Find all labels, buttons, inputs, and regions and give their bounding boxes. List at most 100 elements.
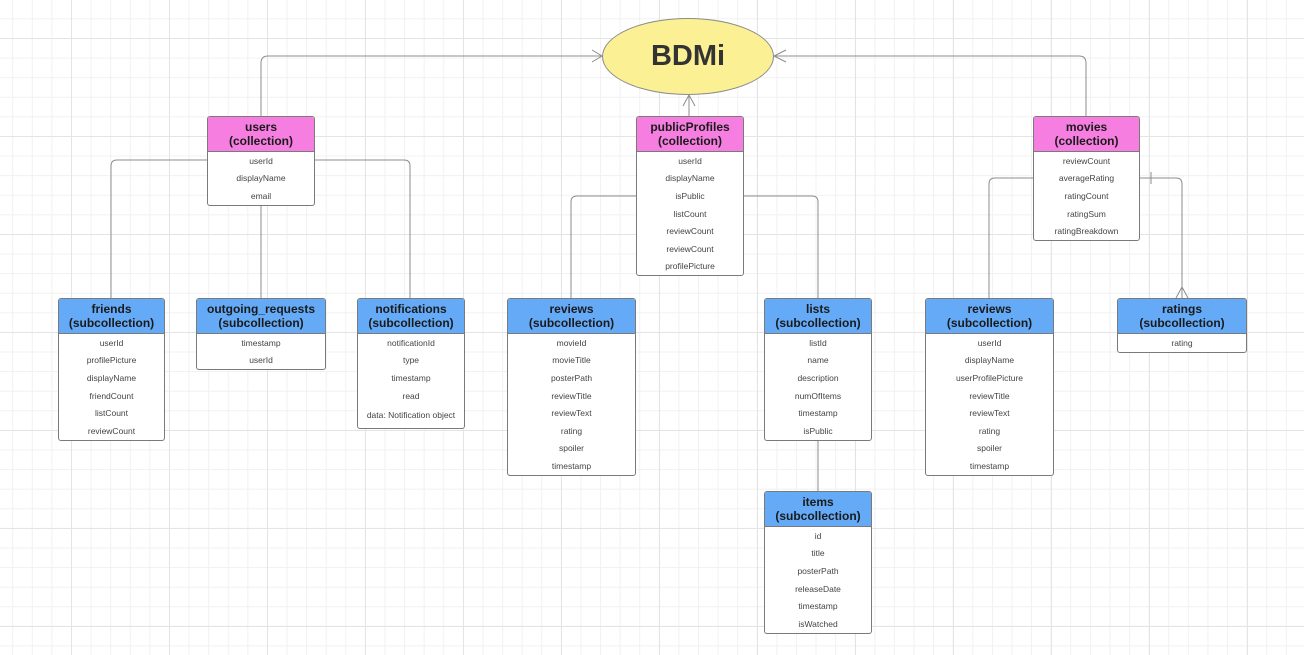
entity-title: publicProfiles [650,120,730,134]
field: posterPath [550,372,593,383]
entity-header: movies (collection) [1034,117,1139,152]
field: reviewText [969,408,1010,419]
entity-fields: userId displayName isPublic listCount re… [637,152,743,275]
entity-kind: (subcollection) [1139,316,1225,330]
entity-fields: userId displayName email [208,152,314,205]
crowsfoot-ratings [1175,285,1189,299]
field: name [807,355,829,366]
field: movieId [556,337,587,348]
entity-fields: rating [1118,334,1246,352]
field: userId [977,337,1002,348]
entity-fields: reviewCount averageRating ratingCount ra… [1034,152,1139,240]
entity-ratings: ratings (subcollection) rating [1117,298,1247,353]
entity-header: publicProfiles (collection) [637,117,743,152]
field: id [814,530,822,541]
entity-profile-reviews: reviews (subcollection) movieId movieTit… [507,298,636,476]
field: timestamp [551,460,592,471]
root-node-bdmi: BDMi [602,18,774,95]
entity-title: outgoing_requests [206,302,315,316]
field: email [250,190,272,201]
field: displayName [665,173,715,184]
entity-header: friends (subcollection) [59,299,164,334]
entity-header: reviews (subcollection) [508,299,635,334]
entity-header: ratings (subcollection) [1118,299,1246,334]
entity-header: users (collection) [208,117,314,152]
entity-title: items [802,495,834,509]
field: reviewCount [666,243,714,254]
entity-fields: userId profilePicture displayName friend… [59,334,164,440]
field: friendCount [89,390,134,401]
entity-publicprofiles: publicProfiles (collection) userId displ… [636,116,744,277]
field: listId [809,337,827,348]
entity-title: reviews [967,302,1012,316]
field: data: Notification object [366,410,456,421]
crowsfoot-right [772,49,787,63]
entity-fields: listId name description numOfItems times… [765,334,871,440]
entity-movie-reviews: reviews (subcollection) userId displayNa… [925,298,1054,476]
field: averageRating [1058,173,1115,184]
field: releaseDate [795,583,841,594]
crowsfoot-bottom [682,93,696,107]
field: reviewTitle [969,390,1010,401]
field: title [811,548,825,559]
entity-kind: (subcollection) [775,316,861,330]
field: description [797,372,839,383]
connector-movies-ratings [1140,177,1183,298]
entity-kind: (collection) [657,134,722,148]
root-label: BDMi [650,40,726,72]
connector-users-notifications [315,159,411,298]
entity-fields: notificationId type timestamp read data:… [358,334,464,428]
entity-kind: (subcollection) [528,316,615,330]
entity-kind: (collection) [1054,134,1119,148]
field: displayName [964,355,1015,366]
field: timestamp [798,601,838,612]
entity-header: reviews (subcollection) [926,299,1053,334]
entity-header: items (subcollection) [765,492,871,527]
field: reviewCount [666,226,714,237]
entity-fields: timestamp userId [197,334,325,369]
field: isWatched [798,618,838,629]
entity-outgoing-requests: outgoing_requests (subcollection) timest… [196,298,326,371]
entity-fields: movieId movieTitle posterPath reviewTitl… [508,334,635,475]
field: profilePicture [86,355,137,366]
field: type [402,355,420,366]
field: userId [99,337,124,348]
field: userProfilePicture [955,372,1024,383]
field: displayName [236,173,286,184]
field: numOfItems [794,390,842,401]
entity-kind: (subcollection) [68,316,155,330]
field: timestamp [969,460,1010,471]
field: reviewCount [87,425,136,436]
entity-header: lists (subcollection) [765,299,871,334]
connector-users-friends [110,159,207,298]
entity-movies: movies (collection) reviewCount averageR… [1033,116,1140,241]
field: timestamp [391,372,431,383]
field: timestamp [241,337,281,348]
field: rating [1171,337,1193,348]
field: spoiler [976,443,1003,454]
entity-header: notifications (subcollection) [358,299,464,334]
field: reviewTitle [551,390,592,401]
field: movieTitle [552,355,591,366]
entity-kind: (subcollection) [218,316,304,330]
entity-title: users [244,120,278,134]
entity-kind: (subcollection) [946,316,1033,330]
entity-header: outgoing_requests (subcollection) [197,299,325,334]
entity-kind: (subcollection) [368,316,454,330]
field: listCount [673,208,707,219]
field: notificationId [387,337,435,348]
entity-users: users (collection) userId displayName em… [207,116,315,206]
entity-title: notifications [375,302,447,316]
field: reviewText [551,408,592,419]
entity-title: movies [1065,120,1108,134]
field: isPublic [675,190,705,201]
entity-notifications: notifications (subcollection) notificati… [357,298,465,429]
field: rating [560,425,583,436]
field: listCount [94,408,129,419]
entity-items: items (subcollection) id title posterPat… [764,491,872,634]
field: userId [678,155,702,166]
field: posterPath [797,565,839,576]
entity-lists: lists (subcollection) listId name descri… [764,298,872,441]
connector-movies-reviews [988,177,1033,298]
